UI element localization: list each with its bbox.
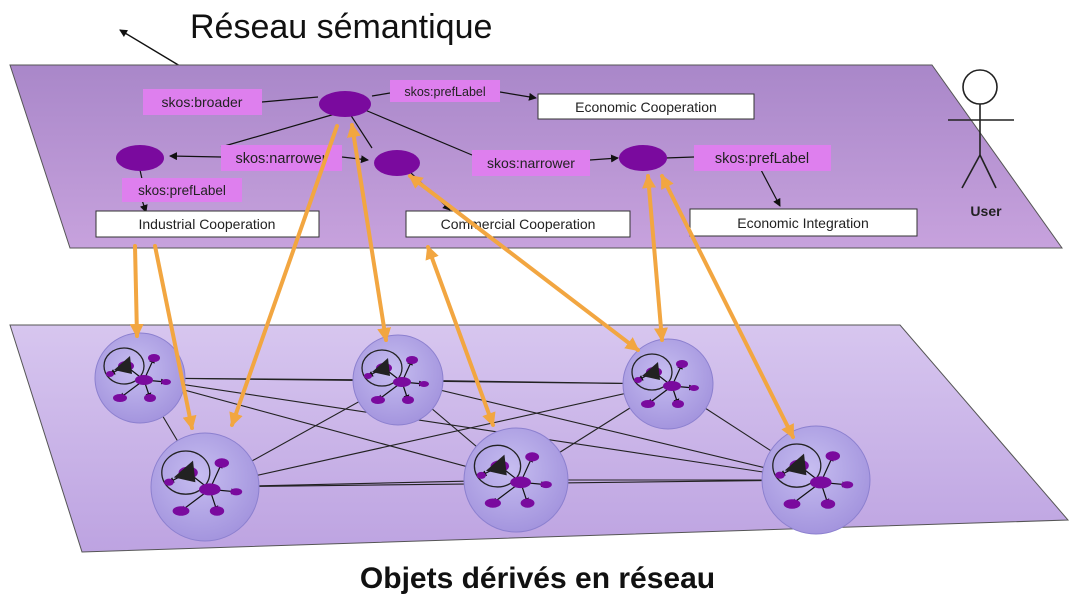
concept-economic-cooperation-label: Economic Cooperation: [575, 99, 717, 115]
concept-node-integration[interactable]: [619, 145, 667, 171]
relation-preflabel-top-label: skos:prefLabel: [404, 85, 485, 99]
concept-industrial-cooperation[interactable]: Industrial Cooperation: [95, 210, 320, 238]
relation-preflabel-right: skos:prefLabel: [694, 145, 831, 171]
relation-preflabel-left-label: skos:prefLabel: [138, 183, 226, 198]
relation-broader-label: skos:broader: [162, 94, 243, 110]
cluster-4[interactable]: [150, 432, 260, 542]
relation-narrower-right-label: skos:narrower: [487, 155, 575, 171]
relation-preflabel-right-label: skos:prefLabel: [715, 151, 809, 167]
cluster-1[interactable]: [94, 332, 186, 424]
mapping-arrows: [129, 123, 795, 439]
derived-objects-title: Objets dérivés en réseau: [359, 562, 716, 595]
relation-narrower-right: skos:narrower: [472, 150, 590, 176]
relation-narrower-left-label: skos:narrower: [235, 151, 326, 167]
user-icon: [948, 69, 1014, 189]
concept-economic-integration-label: Economic Integration: [737, 215, 869, 231]
relation-preflabel-top: skos:prefLabel: [390, 80, 500, 102]
cluster-6[interactable]: [761, 425, 871, 535]
concept-economic-integration[interactable]: Economic Integration: [689, 208, 918, 237]
relation-broader: skos:broader: [143, 89, 262, 115]
cluster-2[interactable]: [352, 334, 444, 426]
semantic-network-title: Réseau sémantique: [190, 8, 493, 46]
concept-node-industrial[interactable]: [116, 145, 164, 171]
cluster-5[interactable]: [463, 427, 569, 533]
concept-commercial-cooperation[interactable]: Commercial Cooperation: [405, 210, 631, 238]
concept-economic-cooperation[interactable]: Economic Cooperation: [537, 93, 755, 120]
relation-preflabel-left: skos:prefLabel: [122, 178, 242, 202]
concept-node-commercial[interactable]: [374, 150, 420, 176]
cluster-3[interactable]: [622, 338, 714, 430]
user-label: User: [970, 203, 1002, 219]
concept-industrial-cooperation-label: Industrial Cooperation: [139, 216, 276, 232]
concept-node-broader[interactable]: [319, 91, 371, 117]
outgoing-arrow: [119, 29, 181, 67]
